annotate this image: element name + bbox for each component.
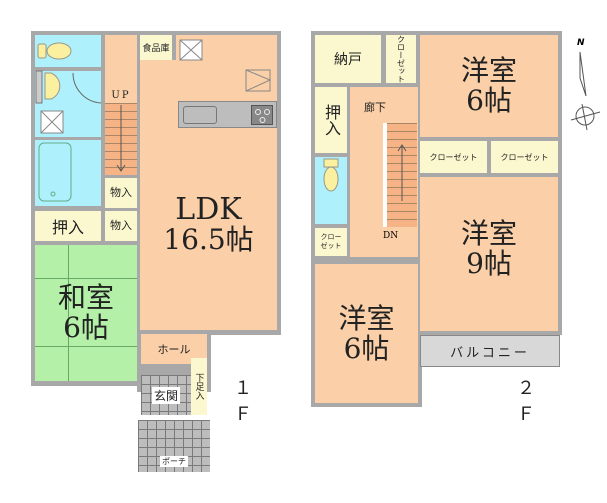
- youshitsu-e-name: 洋室: [460, 217, 517, 250]
- washitsu-name: 和室: [57, 281, 114, 314]
- youshitsu-s-name: 洋室: [338, 301, 395, 335]
- youshitsu-e-label: 洋室 9帖: [461, 219, 517, 279]
- youshitsu-ne-size: 6帖: [466, 84, 512, 117]
- arrow-up-icon: [397, 144, 407, 201]
- storage2-1f: 物入: [105, 211, 137, 241]
- hallway-label: 廊下: [364, 101, 386, 114]
- toilet-icon: [37, 42, 72, 60]
- washbasin-icon: [35, 70, 102, 134]
- youshitsu-ne: 洋室 6帖: [420, 35, 558, 137]
- youshitsu-s: 洋室 6帖: [315, 264, 418, 403]
- shoe-storage-label: 下足入: [193, 373, 204, 400]
- toilet-1f: [35, 35, 101, 67]
- youshitsu-e-size: 9帖: [466, 247, 512, 280]
- arrow-down-icon: [116, 105, 126, 172]
- floor1-label: １Ｆ: [234, 378, 258, 425]
- nando-label: 納戸: [334, 52, 362, 68]
- floor2-label: ２Ｆ: [517, 378, 541, 425]
- youshitsu-ne-name: 洋室: [460, 54, 517, 87]
- oshiire-1f: 押入: [35, 211, 101, 241]
- wic-2f: クローゼット: [386, 35, 416, 83]
- toilet-2f: [315, 157, 347, 224]
- balcony: バルコニー: [420, 335, 560, 367]
- oshiire-label: 押入: [51, 218, 84, 237]
- storage1-1f: 物入: [105, 178, 137, 208]
- porch-label: ポーチ: [160, 456, 188, 467]
- closet2-2f: クローゼット: [491, 141, 558, 173]
- ldk-label: LDK 16.5帖: [163, 195, 253, 255]
- stove-icon: [251, 105, 273, 125]
- youshitsu-e: 洋室 9帖: [420, 177, 558, 331]
- ldk-name: LDK: [175, 192, 242, 227]
- bathroom-1f: [35, 140, 101, 206]
- washitsu-label: 和室 6帖: [58, 283, 114, 343]
- youshitsu-ne-label: 洋室 6帖: [461, 56, 517, 116]
- range-hood-icon: [245, 69, 272, 92]
- entry-door: [150, 416, 190, 419]
- bathtub-icon: [38, 142, 72, 202]
- toilet-icon: [323, 158, 339, 192]
- compass-north-label: N: [577, 38, 585, 48]
- balcony-label: バルコニー: [450, 345, 530, 361]
- hall-label: ホール: [157, 343, 191, 356]
- ldk-size: 16.5帖: [163, 223, 254, 256]
- genkan-label: 玄関: [151, 386, 180, 404]
- small-closet-label: クローゼット: [320, 233, 342, 250]
- stairs-2f: [383, 123, 417, 227]
- washitsu-room: 和室 6帖: [35, 245, 137, 381]
- closet1-2f: クローゼット: [420, 141, 487, 173]
- stairs-1f: [105, 103, 137, 175]
- stairs-up-label: UP: [111, 90, 131, 101]
- storage2-label: 物入: [110, 219, 132, 232]
- porch: ポーチ: [138, 420, 210, 472]
- small-closet-2f: クローゼット: [315, 228, 347, 256]
- fridge-icon: [179, 39, 203, 61]
- compass: N: [566, 38, 606, 131]
- compass-icon: [570, 51, 601, 131]
- washroom-1f: [35, 70, 102, 137]
- nando: 納戸: [315, 35, 381, 83]
- wic-label: クローゼット: [396, 35, 406, 83]
- genkan: 玄関: [141, 375, 191, 415]
- youshitsu-s-label: 洋室 6帖: [338, 301, 395, 365]
- oshiire-2f: 押入: [315, 87, 347, 153]
- oshiire-2f-label: 押入: [322, 104, 341, 136]
- sink-icon: [183, 106, 217, 124]
- stairs-down-label: DN: [383, 231, 399, 241]
- closet2-label: クローゼット: [500, 152, 549, 162]
- shoe-storage: 下足入: [191, 358, 207, 415]
- washitsu-size: 6帖: [63, 311, 109, 344]
- kitchen-counter: [178, 101, 277, 128]
- storage1-label: 物入: [110, 186, 132, 199]
- closet1-label: クローゼット: [429, 152, 478, 162]
- pantry-text: 食品庫: [142, 44, 170, 54]
- pantry-box: 食品庫: [140, 35, 172, 60]
- youshitsu-s-size: 6帖: [343, 331, 390, 365]
